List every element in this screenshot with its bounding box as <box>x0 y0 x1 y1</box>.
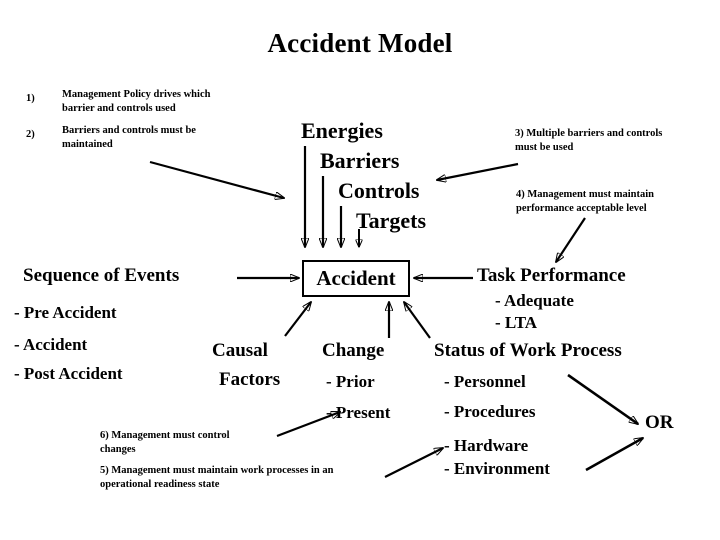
work-process-item-procedures: - Procedures <box>444 402 536 421</box>
note-2-text: Barriers and controls must be maintained <box>62 125 196 150</box>
work-process-heading: Status of Work Process <box>434 340 622 361</box>
work-process-item-hardware: - Hardware <box>444 436 529 455</box>
arrow-process-to-or-upper <box>567 373 638 424</box>
arrow-causal-factors-to-accident <box>284 302 311 337</box>
arrow-notes-to-barriers <box>149 160 284 198</box>
task-performance-heading: Task Performance <box>477 265 626 286</box>
arrow-process-to-or-lower <box>585 438 643 472</box>
note-4-text: 4) Management must maintain performance … <box>516 189 654 214</box>
accident-box-label: Accident <box>316 266 396 290</box>
causal-factors-line-1: Causal <box>212 340 268 361</box>
stack-label-barriers: Barriers <box>320 148 400 173</box>
stack-label-energies: Energies <box>301 118 383 143</box>
arrow-work-process-to-accident <box>404 302 431 339</box>
note-3-text: 3) Multiple barriers and controls must b… <box>515 128 663 153</box>
note-2: 2) <box>26 124 56 142</box>
note-5-text: 5) Management must maintain work process… <box>100 465 334 490</box>
note-2-number: 2) <box>26 129 35 140</box>
note-1-text: Management Policy drives which barrier a… <box>62 89 211 114</box>
arrow-note5-to-hardware <box>384 448 443 478</box>
note-6-text: 6) Management must control changes <box>100 430 230 455</box>
sequence-item-post-accident: - Post Accident <box>14 364 123 383</box>
task-performance-item-lta: - LTA <box>495 313 538 332</box>
arrow-note4-to-task-performance <box>556 217 586 262</box>
work-process-item-personnel: - Personnel <box>444 372 526 391</box>
stack-label-controls: Controls <box>338 178 420 203</box>
sequence-of-events-heading: Sequence of Events <box>23 265 180 286</box>
note-1-number: 1) <box>26 93 35 104</box>
arrow-note3-to-stack <box>437 162 519 180</box>
sequence-item-accident: - Accident <box>14 335 88 354</box>
change-heading: Change <box>322 340 385 361</box>
accident-box: Accident <box>302 260 410 297</box>
change-item-prior: - Prior <box>326 372 375 391</box>
change-item-present: - Present <box>326 403 391 422</box>
sequence-item-pre-accident: - Pre Accident <box>14 303 117 322</box>
or-label: OR <box>645 412 674 433</box>
page-title: Accident Model <box>267 28 453 58</box>
stack-label-targets: Targets <box>356 208 427 233</box>
task-performance-item-adequate: - Adequate <box>495 291 574 310</box>
causal-factors-line-2: Factors <box>219 369 281 390</box>
work-process-item-environment: - Environment <box>444 459 550 478</box>
note-1: 1) <box>26 88 56 106</box>
